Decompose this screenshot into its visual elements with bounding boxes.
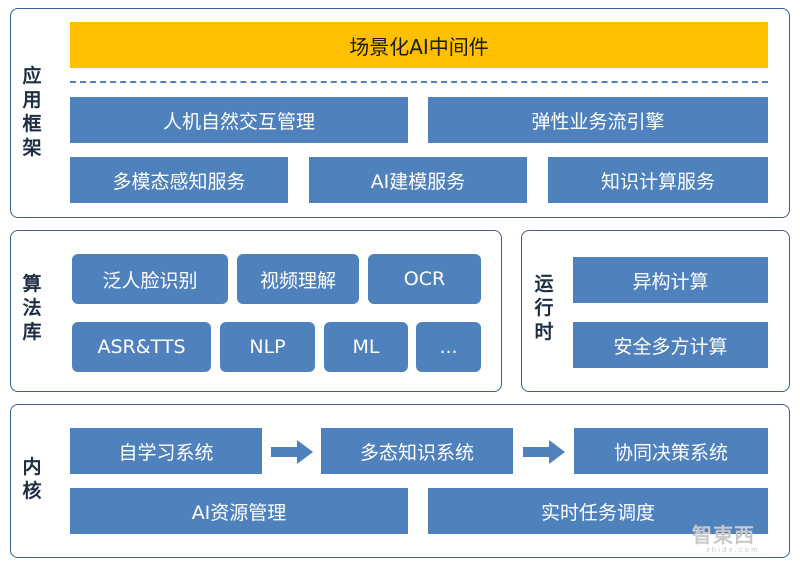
- ml-box: ML: [324, 322, 408, 372]
- hci-management-box: 人机自然交互管理: [70, 97, 408, 143]
- watermark-logo: 智東西: [692, 523, 755, 547]
- secure-mpc-box: 安全多方计算: [573, 322, 768, 368]
- realtime-scheduling-box: 实时任务调度: [428, 488, 768, 534]
- dashed-separator: [70, 81, 768, 83]
- collaborative-decision-box: 协同决策系统: [574, 428, 768, 474]
- multimodal-service-box: 多模态感知服务: [70, 157, 288, 203]
- knowledge-service-box: 知识计算服务: [548, 157, 768, 203]
- watermark-url: zhidx.com: [706, 546, 760, 554]
- nlp-box: NLP: [220, 322, 315, 372]
- video-understanding-box: 视频理解: [237, 254, 359, 304]
- app-framework-label: 应用 框架: [22, 65, 42, 159]
- arrow-right-icon: [523, 440, 565, 464]
- asr-tts-box: ASR&TTS: [72, 322, 211, 372]
- heterogeneous-computing-box: 异构计算: [573, 257, 768, 303]
- algorithm-library-label: 算 法 库: [22, 273, 42, 343]
- kernel-label: 内 核: [22, 456, 42, 502]
- ocr-box: OCR: [368, 254, 481, 304]
- polymorphic-knowledge-box: 多态知识系统: [321, 428, 513, 474]
- middleware-banner: 场景化AI中间件: [70, 22, 768, 68]
- more-box: ...: [416, 322, 481, 372]
- workflow-engine-box: 弹性业务流引擎: [428, 97, 768, 143]
- face-recognition-box: 泛人脸识别: [72, 254, 228, 304]
- ai-modeling-service-box: AI建模服务: [309, 157, 527, 203]
- self-learning-box: 自学习系统: [70, 428, 262, 474]
- ai-resource-management-box: AI资源管理: [70, 488, 408, 534]
- runtime-label: 运 行 时: [534, 273, 554, 343]
- arrow-right-icon: [271, 440, 313, 464]
